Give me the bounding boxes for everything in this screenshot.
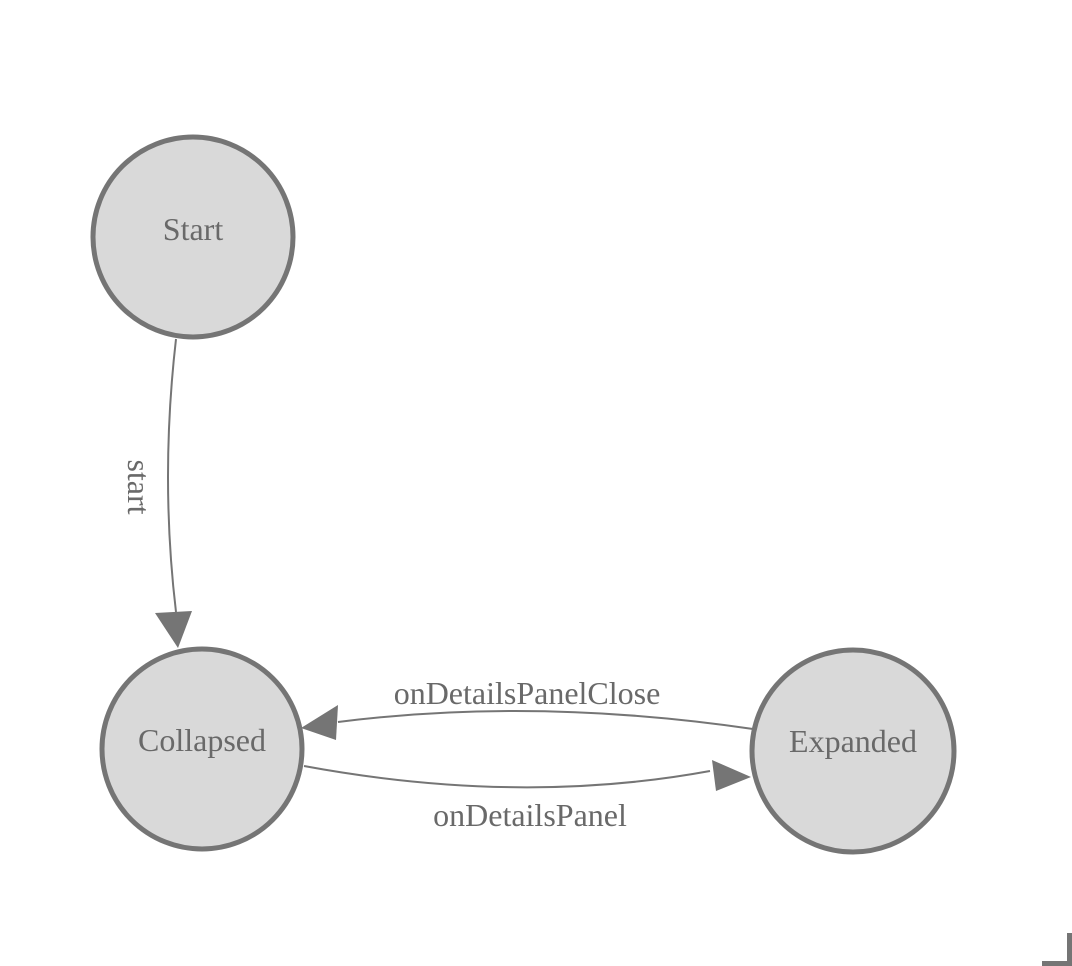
state-node-label-start: Start	[163, 211, 224, 247]
edge-label-ondetailspanel: onDetailsPanel	[433, 797, 627, 833]
edge-start-to-collapsed-arrowhead-icon	[155, 611, 192, 648]
edge-label-ondetailspanelclose: onDetailsPanelClose	[394, 675, 661, 711]
edge-expanded-to-collapsed-arrowhead-icon	[301, 705, 338, 740]
edge-label-start: start	[121, 459, 157, 514]
state-node-label-collapsed: Collapsed	[138, 722, 266, 758]
edge-expanded-to-collapsed	[337, 710, 754, 730]
state-node-label-expanded: Expanded	[789, 723, 917, 759]
state-node-collapsed	[99, 646, 305, 852]
edge-collapsed-to-expanded-arrowhead-icon	[712, 760, 751, 791]
state-node-start	[90, 134, 296, 340]
canvas-corner-mark	[1042, 933, 1072, 966]
edge-start-to-collapsed	[167, 338, 177, 613]
state-node-expanded	[749, 647, 957, 855]
edge-collapsed-to-expanded	[303, 765, 711, 789]
